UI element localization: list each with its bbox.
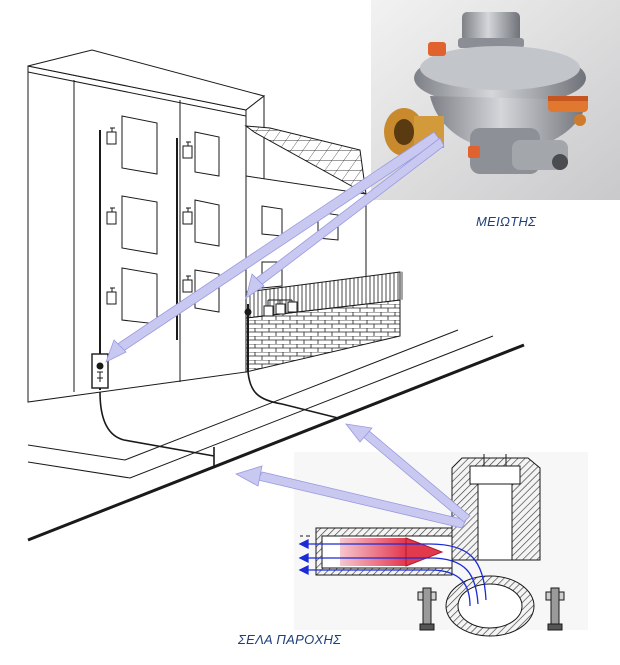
sidewalk-edge (27, 335, 494, 479)
regulator-arrow-building (105, 131, 441, 363)
window (194, 199, 220, 247)
saddle-arrow-street (234, 465, 467, 529)
house-window (261, 205, 283, 237)
gas-meter-icon (106, 207, 117, 225)
fence-wall (244, 271, 403, 373)
gas-regulator-photo (371, 0, 620, 200)
house-roof (244, 125, 367, 195)
service-saddle-section (294, 452, 588, 637)
flow-lines (298, 538, 487, 607)
gas-flow-jet (340, 538, 408, 566)
regulator-label: ΜΕΙΩΤΗΣ (476, 214, 537, 229)
service-saddle-label: ΣΕΛΑ ΠΑΡΟΧΗΣ (238, 632, 342, 647)
regulator-cabinet (91, 353, 109, 389)
window (121, 195, 158, 255)
buried-gas-pipe (99, 371, 339, 466)
meter-bank (263, 299, 298, 317)
window (121, 267, 158, 325)
curb-line (27, 343, 525, 542)
gas-meter-icon (106, 127, 117, 145)
gas-meter-icon (106, 287, 117, 305)
gas-meter-icon (182, 141, 193, 159)
window (121, 115, 158, 175)
gas-meter-icon (182, 207, 193, 225)
apartment-building (27, 49, 266, 403)
regulator-arrow-house (245, 137, 445, 299)
window (194, 131, 220, 177)
saddle-arrow-curb (345, 423, 471, 523)
callout-arrows (105, 131, 471, 529)
sidewalk-back (27, 329, 459, 461)
gas-meter-icon (182, 275, 193, 293)
fence-bars (249, 271, 403, 318)
street (27, 329, 525, 542)
flow-arrowhead (405, 537, 444, 567)
